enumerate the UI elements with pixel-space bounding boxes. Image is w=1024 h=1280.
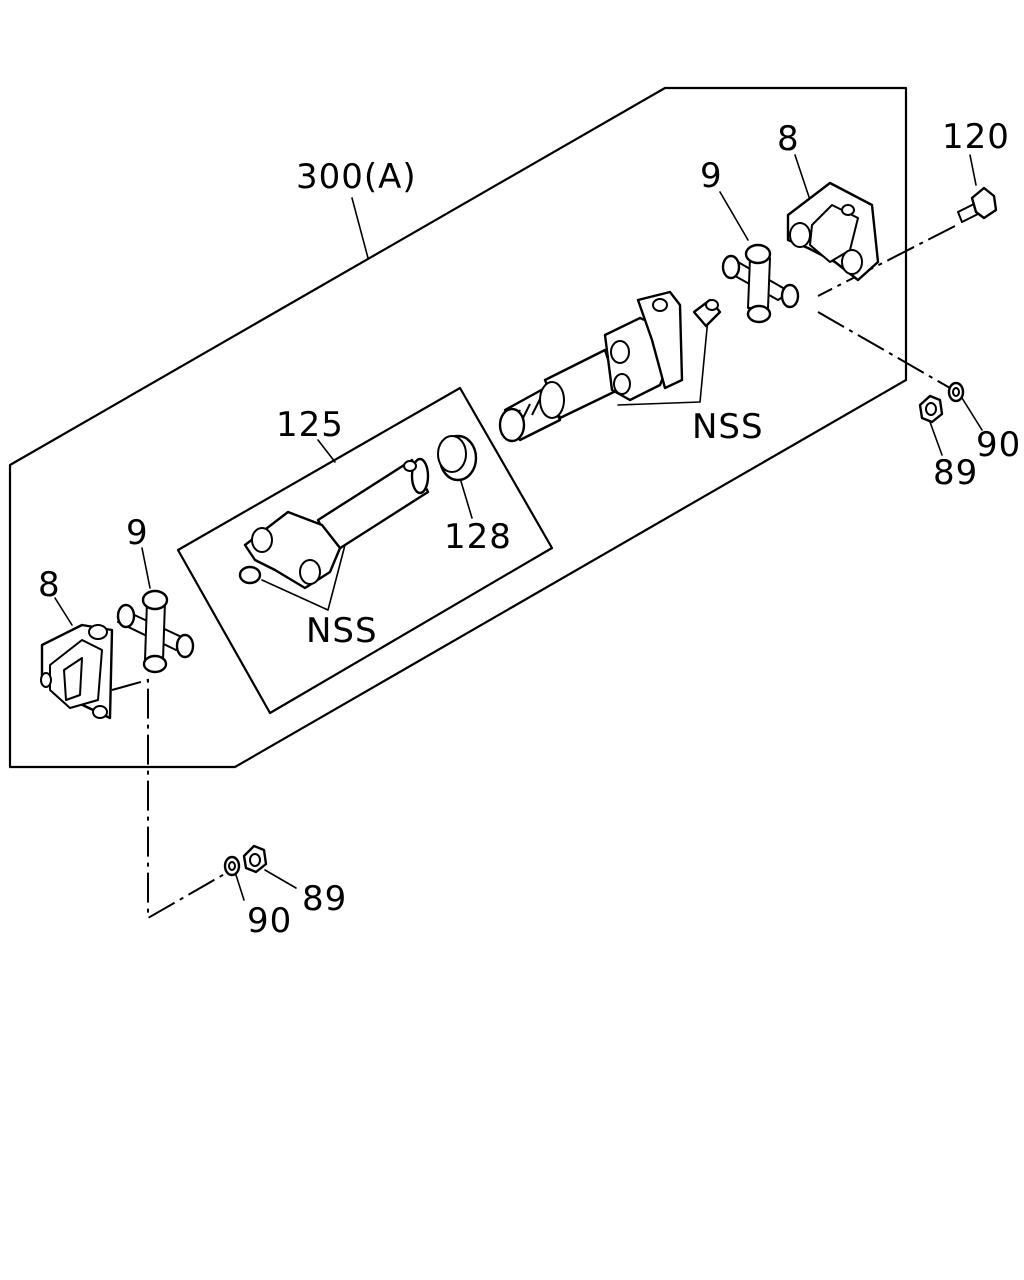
leader-washer-left: [235, 874, 245, 901]
label-shaft: 125: [276, 405, 344, 445]
assembly-outline: [8, 86, 908, 769]
label-assembly: 300(A): [296, 157, 417, 197]
washer-right: [947, 381, 965, 403]
nut-right: [918, 394, 944, 424]
label-bolt: 120: [942, 117, 1010, 157]
leader-joint-right: [719, 191, 749, 241]
leader-nut-left: [264, 869, 297, 889]
washer-left: [223, 855, 241, 877]
bolt-axis-line: [817, 225, 956, 297]
label-washer-left: 90: [247, 901, 292, 941]
leader-bolt: [969, 154, 977, 186]
grease-fitting: [692, 298, 722, 328]
leader-flange-right: [794, 154, 811, 201]
leader-seal: [459, 477, 473, 519]
label-joint-right: 9: [700, 156, 723, 196]
u-joint-left: [116, 589, 195, 674]
nut-left: [242, 844, 268, 874]
leader-joint-left: [141, 547, 151, 589]
leader-shaft: [317, 439, 336, 463]
label-joint-left: 9: [126, 513, 149, 553]
bolt: [957, 186, 998, 223]
label-seal: 128: [444, 517, 512, 557]
nut-axis-line-right: [817, 311, 951, 389]
label-washer-right: 90: [976, 425, 1021, 465]
slip-yoke: [498, 290, 684, 443]
label-nut-left: 89: [302, 879, 347, 919]
label-flange-left: 8: [38, 565, 61, 605]
nut-axis-line-left: [111, 678, 229, 920]
leader-nss-left: [261, 544, 346, 611]
leader-assembly: [351, 197, 369, 259]
leader-nut-right: [929, 421, 943, 456]
seal: [437, 434, 478, 482]
flange-left: [40, 623, 114, 720]
flange-right: [786, 181, 880, 282]
label-flange-right: 8: [777, 119, 800, 159]
label-nss-right: NSS: [692, 407, 764, 447]
leader-flange-left: [54, 597, 73, 626]
shaft-tube: [238, 457, 430, 590]
label-nss-left: NSS: [306, 611, 378, 651]
u-joint-right: [721, 243, 800, 324]
shaft-subassembly-box: [176, 386, 554, 715]
leader-washer-right: [961, 397, 983, 431]
label-nut-right: 89: [933, 453, 978, 493]
leader-nss-right: [617, 317, 709, 406]
